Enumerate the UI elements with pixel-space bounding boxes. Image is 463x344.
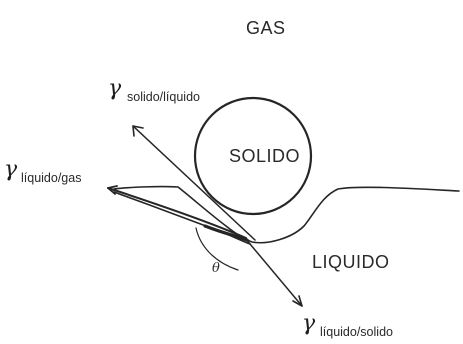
solid-particle-circle: [193, 96, 313, 216]
gamma-solid-liquid-subscript: solido/líquido: [127, 90, 200, 104]
solid-phase-label: SOLIDO: [229, 146, 300, 166]
liquid-surface-line: [113, 185, 460, 244]
liquid-gas-tension-vector: [107, 187, 247, 239]
contact-line-edge: [203, 224, 249, 242]
liquid-solid-arrowhead: [292, 295, 303, 307]
gamma-solid-liquid-symbol: γ: [108, 76, 122, 101]
gas-phase-label: GAS: [246, 18, 286, 38]
liquid-phase-label: LIQUIDO: [312, 252, 390, 272]
liquid-gas-arrowhead: [107, 185, 118, 195]
liquid-lower-edge: [113, 191, 251, 245]
gamma-liquid-gas-symbol: γ: [4, 157, 18, 182]
liquid-solid-tension-vector: [244, 237, 303, 307]
contact-angle-arc: [195, 227, 239, 271]
contact-angle-label: θ: [212, 261, 220, 276]
gamma-liquid-gas-subscript: líquido/gas: [21, 171, 81, 185]
gamma-liquid-solid-subscript: líquido/solido: [320, 325, 393, 339]
solid-liquid-tension-vector: [132, 125, 256, 241]
gamma-liquid-solid-symbol: γ: [302, 311, 316, 336]
solid-liquid-arrowhead: [132, 125, 144, 137]
